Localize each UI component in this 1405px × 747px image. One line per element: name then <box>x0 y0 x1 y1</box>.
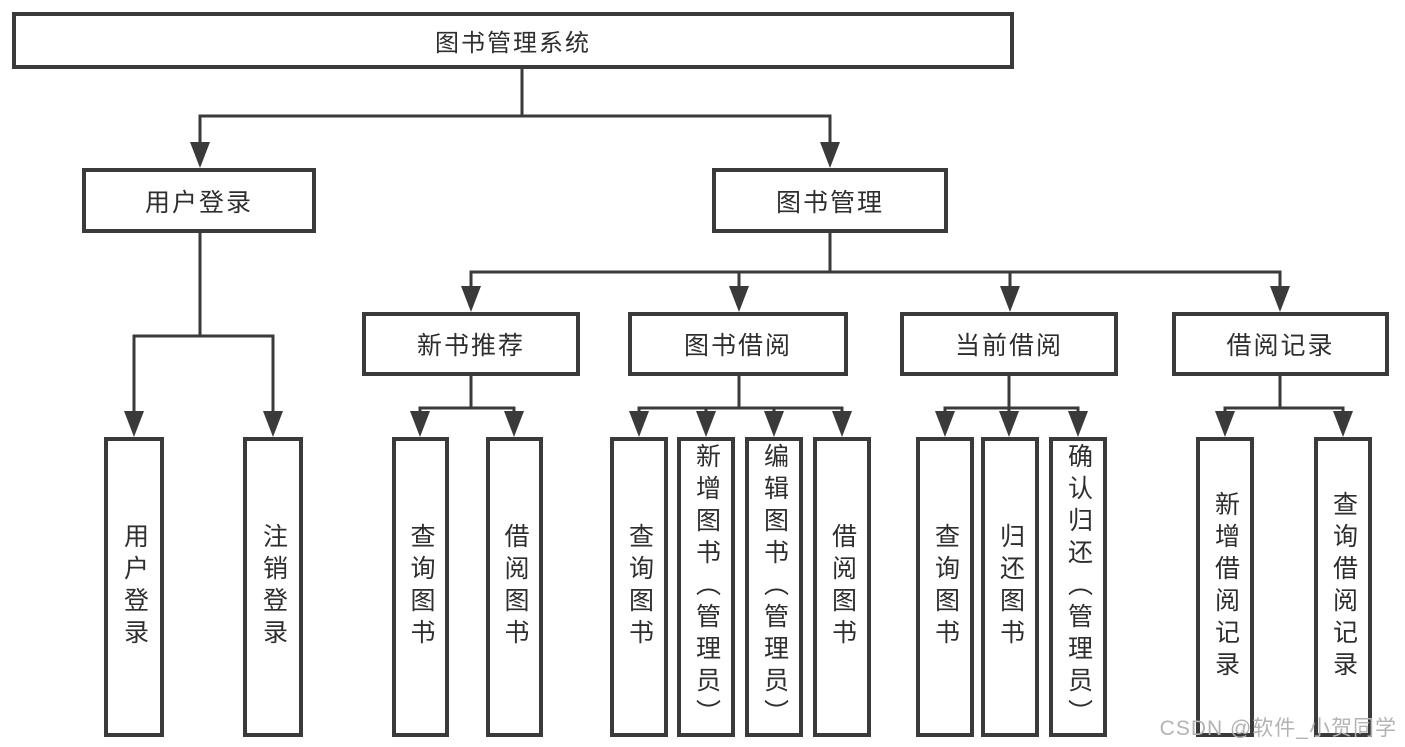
watermark: CSDN @软件_小贺同学 <box>1159 717 1397 740</box>
node-cb-confirm: 确认归还（管理员） <box>1049 437 1107 737</box>
node-bb-add: 新增图书（管理员） <box>677 437 735 737</box>
node-bb-edit: 编辑图书（管理员） <box>745 437 803 737</box>
node-cb-query: 查询图书 <box>916 437 974 737</box>
node-bb-borrow: 借阅图书 <box>813 437 871 737</box>
node-book-mgmt: 图书管理 <box>712 168 948 233</box>
node-br-add: 新增借阅记录 <box>1196 437 1254 737</box>
node-root: 图书管理系统 <box>12 12 1014 69</box>
node-book-borrow: 图书借阅 <box>628 312 848 376</box>
node-logout: 注销登录 <box>243 437 303 737</box>
node-user-login: 用户登录 <box>82 168 316 233</box>
node-new-book-rec: 新书推荐 <box>362 312 580 376</box>
node-borrow-records: 借阅记录 <box>1172 312 1389 376</box>
node-cb-return: 归还图书 <box>981 437 1039 737</box>
node-bb-query: 查询图书 <box>610 437 668 737</box>
node-nbr-borrow: 借阅图书 <box>486 437 543 737</box>
node-nbr-query: 查询图书 <box>392 437 449 737</box>
node-current-borrow: 当前借阅 <box>900 312 1118 376</box>
node-br-query: 查询借阅记录 <box>1314 437 1372 737</box>
node-login: 用户登录 <box>104 437 164 737</box>
